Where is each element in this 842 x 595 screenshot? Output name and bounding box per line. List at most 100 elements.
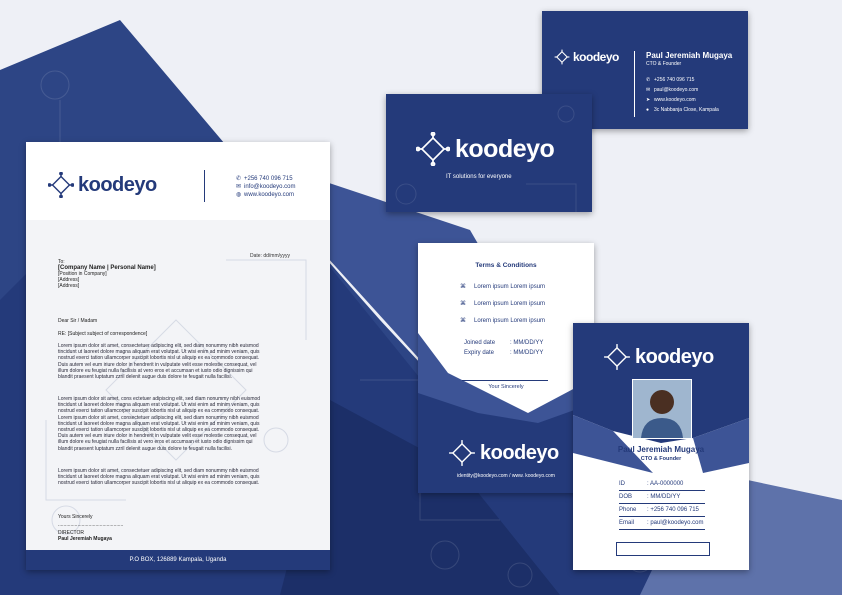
terms-item: Lorem ipsum Lorem ipsum (474, 318, 546, 324)
paragraph-1-line: tincidunt ut laoreet dolore magna aliqua… (58, 349, 260, 356)
paragraph-1-line: illum dolore eu feugiat nulla facilisis … (58, 367, 253, 374)
paragraph-1-line: Lorem ipsum dolor sit amet, consectetuer… (58, 343, 259, 349)
business-card-back-brand: koodeyo (573, 50, 619, 64)
subject-line: RE: [Subject subject of correspondence] (58, 331, 148, 337)
letterhead-brand-name: koodeyo (78, 173, 157, 196)
signer-title: DIRECTOR (58, 530, 85, 536)
chip-bullet-icon: ⌘ (460, 318, 466, 324)
chip-logo-icon (416, 132, 450, 166)
letterhead-signoff: Yours Sincerely ........................… (58, 514, 123, 542)
id-field-value: : +256 740 096 715 (647, 507, 699, 513)
chip-logo-icon (449, 440, 475, 466)
paragraph-2-line: blandit praesent luptatum zzril delenit … (58, 445, 232, 452)
business-card-divider (634, 51, 635, 117)
id-card-fields: ID: AA-0000000 DOB: MM/DD/YY Phone : +256… (619, 478, 705, 530)
terms-card-footer: identity@koodeyo.com / www. koodeyo.com (457, 473, 555, 479)
chip-logo-icon (48, 172, 74, 198)
terms-item: Lorem ipsum Lorem ipsum (474, 284, 546, 290)
id-field-label: Phone (619, 507, 637, 513)
letterhead-footer: P.O BOX, 126889 Kampala, Uganda (26, 550, 330, 570)
mail-icon: ✉ (646, 87, 651, 93)
terms-card: Terms & Conditions ⌘ Lorem ipsum Lorem ip… (418, 243, 594, 493)
globe-icon: ◍ (236, 192, 242, 198)
chip-logo-icon (554, 49, 570, 65)
terms-card-logo: koodeyo (448, 439, 559, 467)
profile-photo (632, 379, 692, 439)
id-field-row: Phone : +256 740 096 715 (619, 504, 705, 517)
paragraph-2-line: nostrud exerci tation ullamcorper suscip… (58, 427, 260, 434)
salutation: Dear Sir / Madam (58, 318, 98, 324)
id-field-label: Email (619, 520, 635, 526)
business-card-name: Paul Jeremiah Mugaya (646, 51, 733, 60)
cursor-icon: ➤ (646, 97, 651, 103)
business-card-pattern (395, 105, 577, 212)
terms-item: Lorem ipsum Lorem ipsum (474, 301, 546, 307)
paragraph-2-line: tincidunt ut laoreet dolore magna aliqua… (58, 402, 260, 409)
paragraph-2-line: Lorem ipsum dolor sit amet, cons ectetue… (58, 396, 261, 402)
signer-name: Paul Jeremiah Mugaya (58, 536, 112, 542)
recipient-position: [Position in Company] (58, 271, 107, 277)
recipient-name: [Company Name | Personal Name] (58, 265, 156, 271)
terms-card-wave (418, 333, 594, 493)
paragraph-2-line: illum dolore eu feugiat nulla facilisis … (58, 439, 253, 446)
paragraph-3-line: nostrud exerci tation ullamcorper suscip… (58, 480, 260, 487)
id-card-logo: koodeyo (603, 343, 714, 371)
id-card-name: Paul Jeremiah Mugaya (617, 445, 705, 454)
business-card-phone: +256 740 096 715 (654, 77, 695, 83)
id-card-title: CTO & Founder (640, 456, 682, 462)
paragraph-1-line: Duis autem vel eum iriure dolor in hendr… (58, 361, 257, 368)
chip-logo-icon (604, 344, 630, 370)
letterhead: koodeyo ✆+256 740 096 715 ✉info@koodeyo.… (26, 142, 330, 570)
letterhead-contacts: ✆+256 740 096 715 ✉info@koodeyo.com ◍www… (236, 175, 295, 199)
chip-bullet-icon: ⌘ (460, 301, 466, 307)
letterhead-website: www.koodeyo.com (244, 192, 295, 198)
id-field-value: : MM/DD/YY (647, 494, 681, 500)
paragraph-2-line: Lorem ipsum dolor sit amet, consectetuer… (58, 414, 259, 421)
id-card-barcode-box (616, 542, 710, 556)
mail-icon: ✉ (236, 184, 242, 190)
chip-bullet-icon: ⌘ (460, 284, 466, 290)
id-card-brand: koodeyo (635, 345, 714, 368)
business-card-address: 3c Nabbanja Close, Kampala (654, 107, 719, 113)
business-card-details: Paul Jeremiah Mugaya CTO & Founder ✆+256… (646, 51, 732, 115)
business-card-email: paul@koodeyo.com (654, 87, 699, 93)
paragraph-3: Lorem ipsum dolor sit amet, consectetuer… (58, 468, 260, 487)
terms-list: ⌘ Lorem ipsum Lorem ipsum ⌘ Lorem ipsum Lo… (460, 279, 545, 330)
person-silhouette-icon (641, 390, 683, 438)
business-card-front: koodeyo IT solutions for everyone (386, 94, 592, 212)
paragraph-3-line: tincidunt ut laoreet dolore magna aliqua… (58, 474, 260, 481)
expiry-label: Expiry date (464, 350, 495, 356)
terms-signature-line (462, 380, 548, 381)
id-field-label: ID (619, 481, 625, 487)
paragraph-2-line: tincidunt ut laoreet dolore magna aliqua… (58, 420, 260, 427)
terms-heading: Terms & Conditions (475, 262, 537, 269)
business-card-front-brand: koodeyo (455, 134, 555, 163)
letterhead-header (26, 142, 330, 220)
business-card-title: CTO & Founder (646, 61, 682, 67)
paragraph-3-line: Lorem ipsum dolor sit amet, consectetuer… (58, 468, 259, 474)
id-field-value: : paul@koodeyo.com (647, 520, 704, 526)
paragraph-2-line: nostrud exerci tation ullamcorper suscip… (58, 408, 260, 415)
terms-card-brand: koodeyo (480, 441, 559, 464)
id-card: koodeyo Paul Jeremiah Mugaya CTO & Found… (573, 323, 749, 570)
joined-label: Joined date (464, 340, 496, 346)
id-field-row: ID: AA-0000000 (619, 478, 705, 491)
id-field-row: DOB: MM/DD/YY (619, 491, 705, 504)
business-card-tagline: IT solutions for everyone (446, 174, 512, 180)
phone-icon: ✆ (646, 77, 651, 83)
expiry-value: : MM/DD/YY (510, 350, 544, 356)
letterhead-phone: +256 740 096 715 (244, 176, 293, 182)
paragraph-1-line: nostrud exerci tation ullamcorper suscip… (58, 355, 260, 362)
letterhead-email: info@koodeyo.com (244, 184, 296, 190)
business-card-front-logo: koodeyo (416, 132, 555, 166)
letterhead-divider (204, 170, 205, 202)
business-card-website: www.koodeyo.com (654, 97, 696, 103)
recipient-address-2: [Address] (58, 283, 80, 289)
business-card-back-logo: koodeyo (554, 49, 619, 65)
terms-dates: Joined date : MM/DD/YY Expiry date : MM/DD… (464, 338, 543, 358)
joined-value: : MM/DD/YY (510, 340, 544, 346)
id-field-row: Email : paul@koodeyo.com (619, 517, 705, 530)
recipient-address-1: [Address] (58, 277, 80, 283)
letterhead-recipient: To: [Company Name | Personal Name] [Posi… (58, 259, 156, 289)
closing: Yours Sincerely (58, 514, 93, 520)
